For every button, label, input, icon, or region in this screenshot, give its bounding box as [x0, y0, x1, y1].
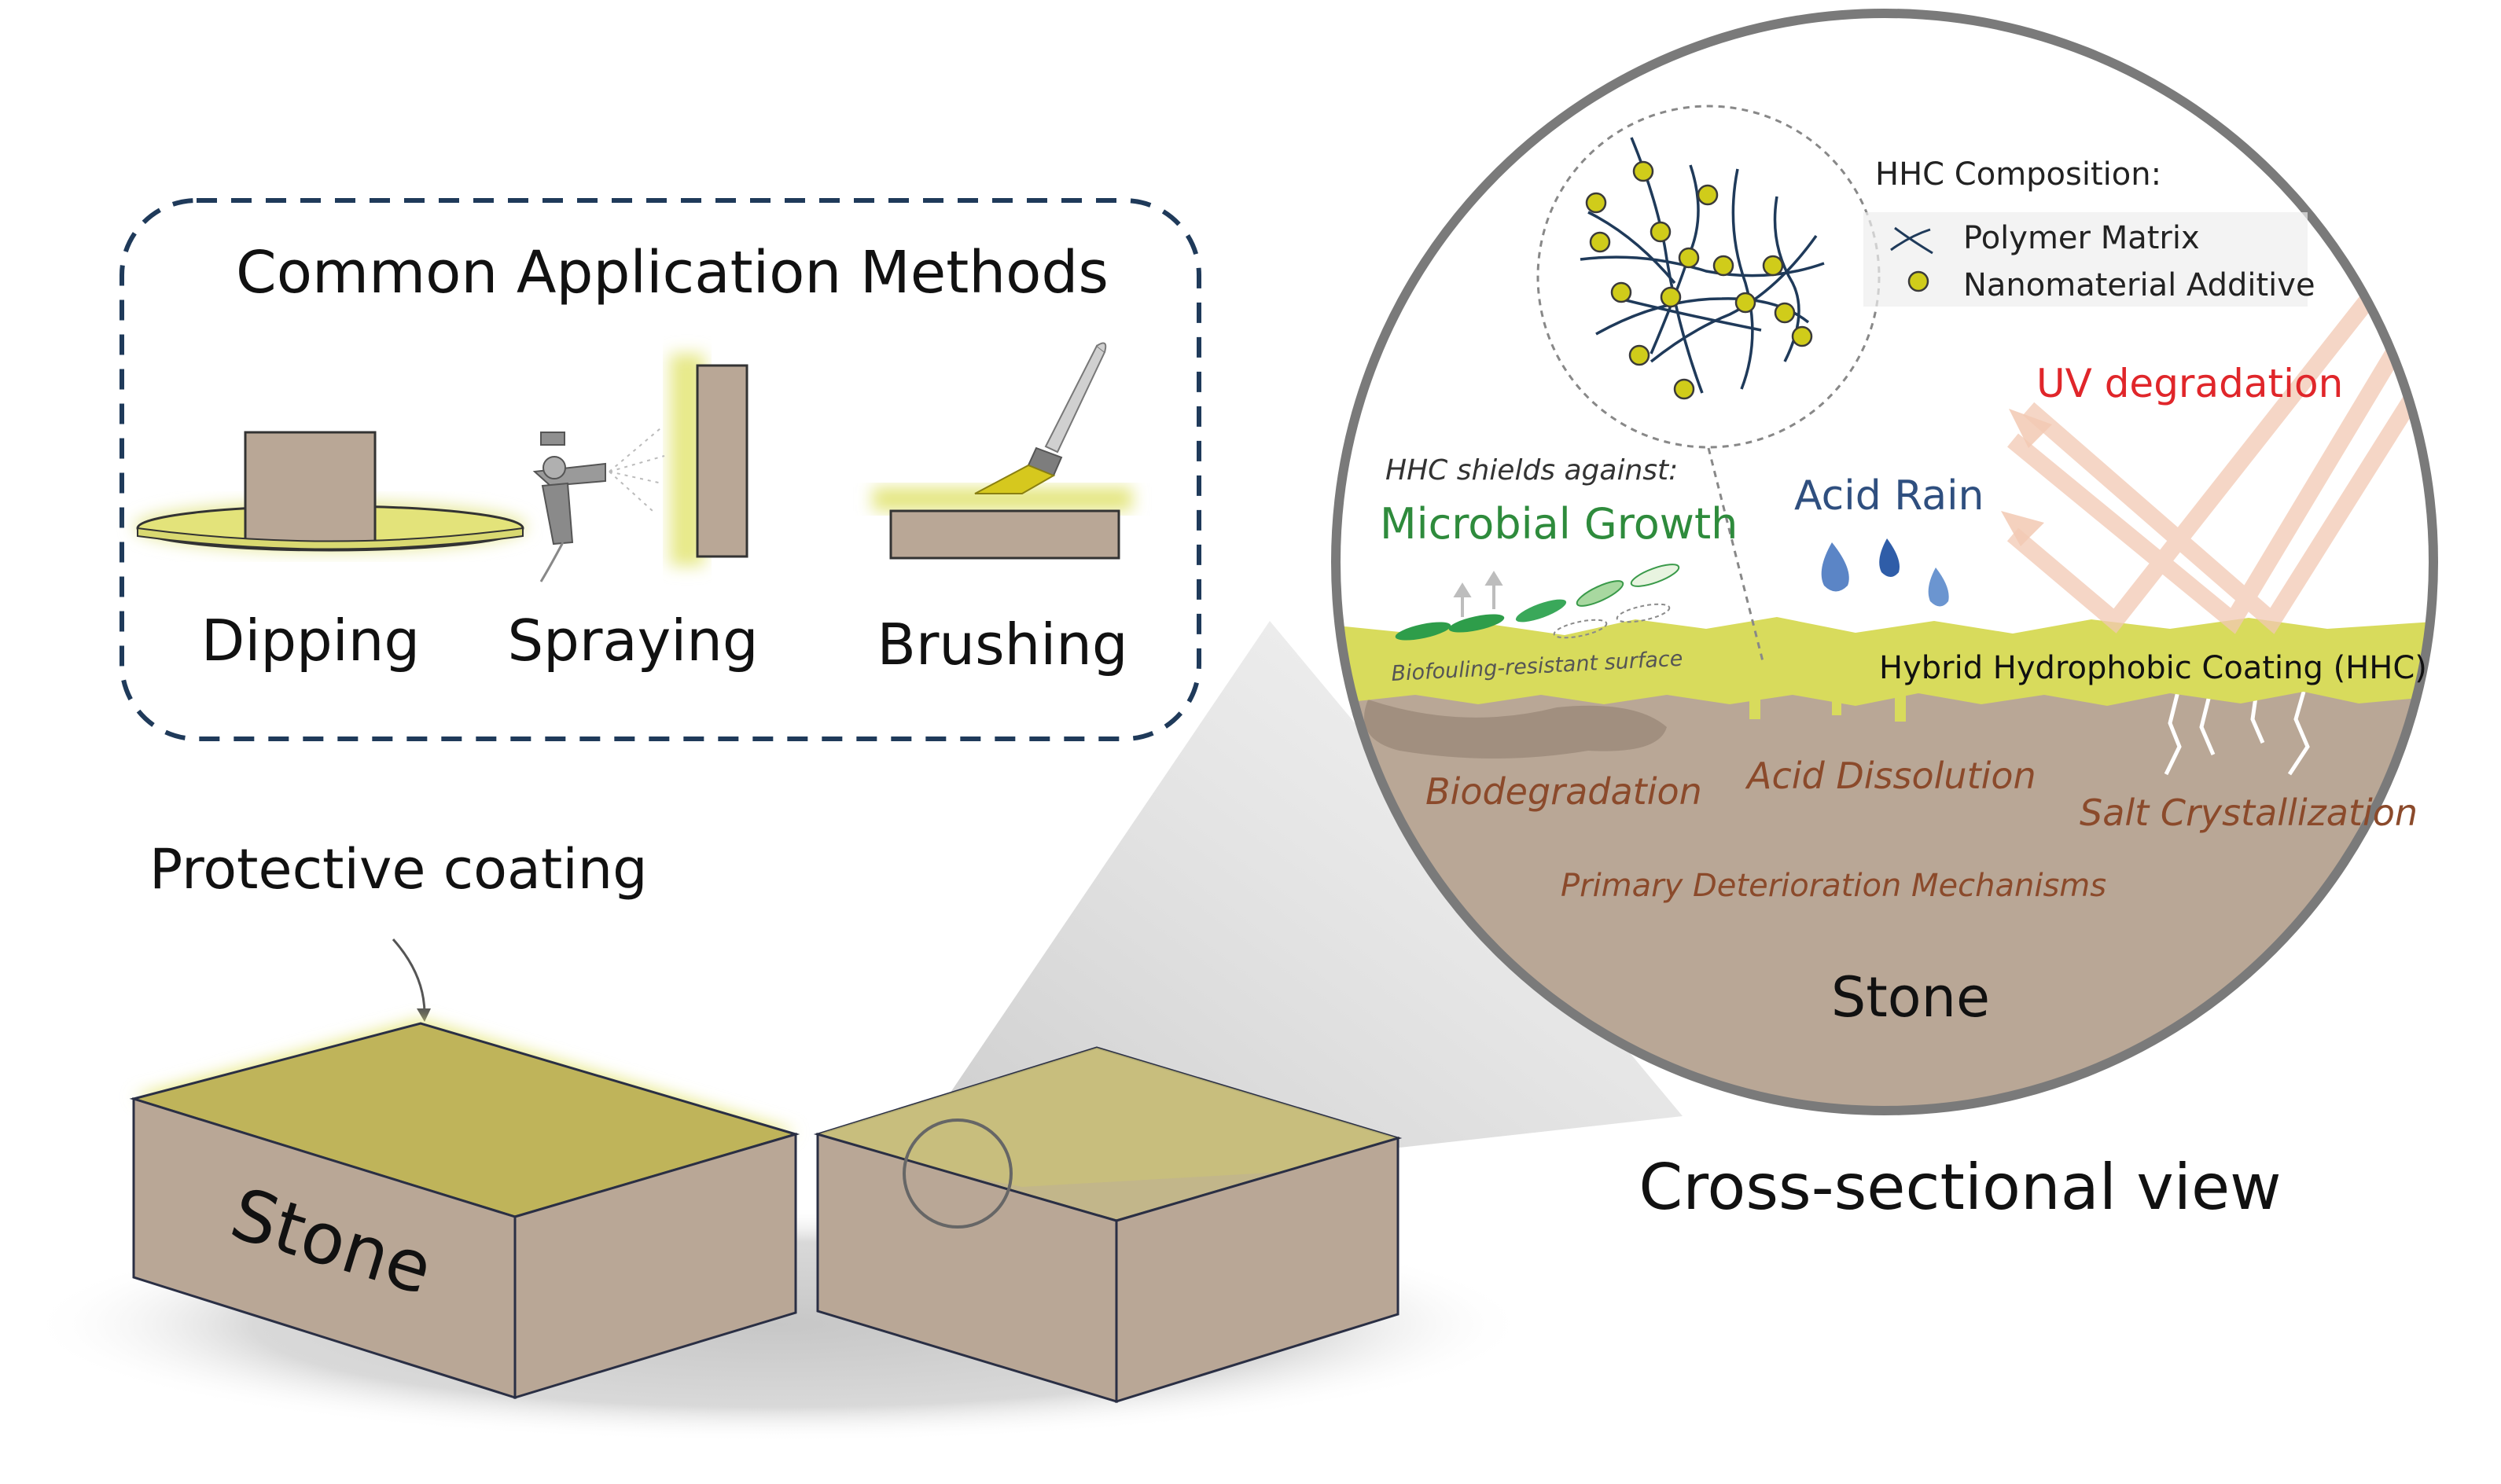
coated-stone-block: Stone: [129, 1020, 800, 1400]
dip-block: [244, 431, 377, 545]
inset-leader: [1707, 447, 1765, 665]
microbial-growth-label: Microbial Growth: [1380, 499, 1738, 549]
magnifier-circle: [903, 1119, 1013, 1229]
shields-label: HHC shields against:: [1385, 454, 1678, 487]
cross-section-caption: Cross-sectional view: [1639, 1151, 2281, 1224]
acid-rain-drops: [1821, 538, 1949, 607]
spray-gun-icon: [532, 432, 606, 582]
salt-cracks: [2164, 691, 2310, 776]
cross-section-frame: [1331, 9, 2438, 1115]
dashed-frame: [120, 198, 1201, 741]
repel-arrows: [1453, 571, 1503, 617]
microbes: [1395, 564, 1680, 641]
composition-title: HHC Composition:: [1875, 156, 2161, 193]
brush-block: [889, 509, 1120, 560]
cross-section-view: HHC Composition: Polymer Matrix Nanomate…: [1331, 9, 2438, 1115]
methods-title: Common Application Methods: [236, 239, 1109, 307]
brushing-illustration: [873, 342, 1132, 560]
dip-bath-front-rim: [137, 527, 524, 550]
nanoparticles: [1585, 160, 1813, 400]
nanomaterial-legend-icon: [1907, 270, 1929, 292]
legend-polymer-label: Polymer Matrix: [1963, 220, 2200, 256]
spraying-illustration: [532, 354, 748, 582]
composition-inset: [1536, 105, 1881, 449]
uv-arrowheads: [2001, 409, 2052, 546]
dipping-illustration: [134, 431, 527, 552]
acid-dissolution-label: Acid Dissolution: [1745, 755, 2036, 797]
salt-crystallization-label: Salt Crystallization: [2080, 792, 2418, 834]
primary-mechanisms-label: Primary Deterioration Mechanisms: [1561, 868, 2106, 904]
cross-section-stone-label: Stone: [1831, 965, 1990, 1030]
acid-dissolution-drips: [1749, 692, 1906, 722]
polymer-legend-icon: [1890, 226, 1933, 255]
partial-top-coating: [818, 1048, 1398, 1187]
acid-rain-label: Acid Rain: [1794, 472, 1984, 520]
coating-arrow: [392, 939, 426, 1015]
brushing-label: Brushing: [877, 612, 1127, 678]
protective-coating-label: Protective coating: [149, 837, 648, 902]
spraying-label: Spraying: [507, 608, 758, 674]
uv-rays: [2006, 246, 2433, 634]
dipping-label: Dipping: [201, 608, 420, 674]
legend-box: [1863, 212, 2308, 307]
spray-target-block: [696, 364, 748, 558]
biodegradation-label: Biodegradation: [1425, 770, 1702, 813]
partial-side-face: [1115, 1136, 1399, 1404]
coating-layer: [1336, 617, 2433, 706]
legend-nano-label: Nanomaterial Additive: [1963, 267, 2315, 303]
biodegradation-patch: [1364, 700, 1667, 759]
paintbrush-icon: [974, 342, 1107, 494]
application-methods-panel: Common Application Methods Dipping: [120, 198, 1201, 741]
hhc-coating-label: Hybrid Hydrophobic Coating (HHC): [1879, 650, 2427, 686]
magnifier-beam: [924, 621, 1683, 1191]
spray-mist: [609, 428, 665, 512]
partial-stone-block: [813, 1046, 1403, 1404]
coating-arrow-head: [417, 1008, 431, 1022]
coated-side-face: [513, 1132, 797, 1400]
uv-degradation-label: UV degradation: [2036, 361, 2343, 406]
